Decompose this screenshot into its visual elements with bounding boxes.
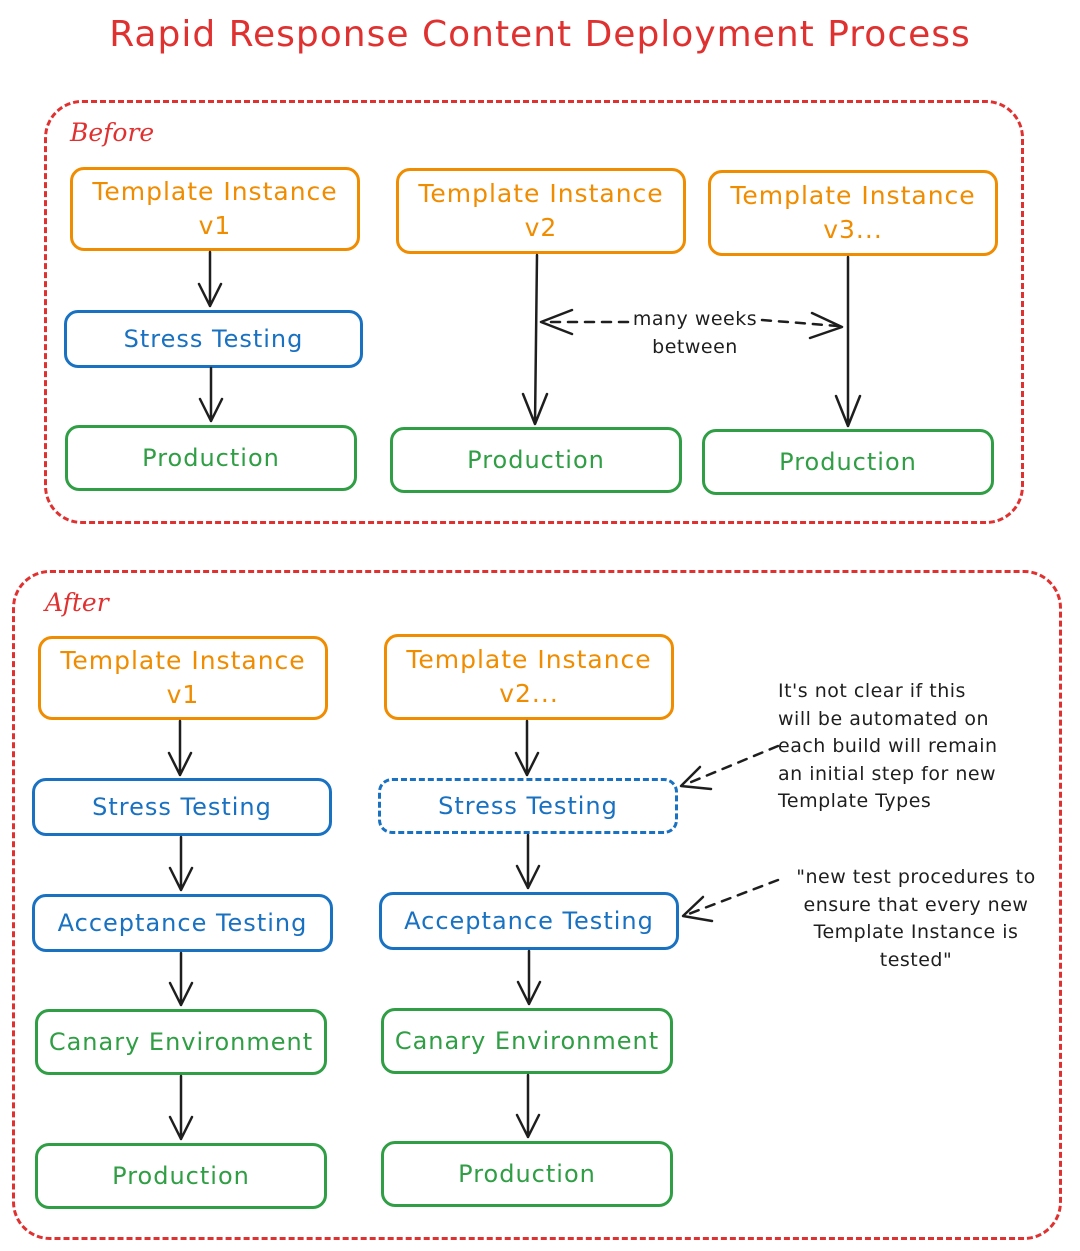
after-group: [12, 570, 1062, 1240]
after-template-v1[interactable]: Template Instance v1: [38, 636, 328, 720]
after-acceptance-testing-2[interactable]: Acceptance Testing: [379, 892, 679, 950]
after-template-v2[interactable]: Template Instance v2...: [384, 634, 674, 720]
diagram-title: Rapid Response Content Deployment Proces…: [109, 14, 971, 55]
arrow-before-tpl2-to-prod: [521, 253, 549, 426]
before-production-1[interactable]: Production: [65, 425, 357, 491]
arrow-after1-accept-to-canary: [168, 951, 194, 1007]
arrow-automation-note: [682, 744, 780, 787]
arrow-automation-note-head: [679, 765, 713, 791]
after-production-1[interactable]: Production: [35, 1143, 327, 1209]
arrow-after1-tpl-to-stress: [167, 719, 193, 777]
arrow-before-stress-to-prod: [198, 366, 224, 423]
arrow-weeks-right-head: [808, 311, 844, 340]
arrow-weeks-right: [760, 318, 840, 328]
after-stress-testing-2[interactable]: Stress Testing: [378, 778, 678, 834]
before-label: Before: [70, 118, 155, 147]
gap-note: many weeks between: [630, 306, 760, 362]
before-template-v2[interactable]: Template Instance v2: [396, 168, 686, 254]
arrow-after2-canary-to-prod: [515, 1073, 541, 1139]
after-production-2[interactable]: Production: [381, 1141, 673, 1207]
after-acceptance-testing-1[interactable]: Acceptance Testing: [32, 894, 333, 952]
before-production-3[interactable]: Production: [702, 429, 994, 495]
arrow-test-procedures-note-head: [681, 895, 714, 923]
arrow-before-tpl3-to-prod: [834, 255, 862, 428]
before-production-2[interactable]: Production: [390, 427, 682, 493]
before-template-v3[interactable]: Template Instance v3...: [708, 170, 998, 256]
arrow-test-procedures-note: [684, 878, 780, 917]
arrow-after2-tpl-to-stress: [514, 719, 540, 777]
after-stress-testing-1[interactable]: Stress Testing: [32, 778, 332, 836]
arrow-weeks-left-head: [539, 308, 574, 336]
arrow-after2-stress-to-accept: [515, 833, 541, 890]
before-stress-testing[interactable]: Stress Testing: [64, 310, 363, 368]
before-group: [44, 100, 1024, 524]
arrow-before-tpl1-to-stress: [197, 250, 223, 308]
arrow-after1-canary-to-prod: [168, 1074, 194, 1141]
arrow-after1-stress-to-accept: [168, 835, 194, 892]
after-label: After: [45, 588, 109, 617]
before-template-v1[interactable]: Template Instance v1: [70, 167, 360, 251]
arrow-after2-accept-to-canary: [516, 949, 542, 1006]
after-canary-environment-1[interactable]: Canary Environment: [35, 1009, 327, 1075]
test-procedures-note: "new test procedures to ensure that ever…: [796, 866, 1036, 971]
automation-note: It's not clear if this will be automated…: [778, 680, 998, 813]
after-canary-environment-2[interactable]: Canary Environment: [381, 1008, 673, 1074]
